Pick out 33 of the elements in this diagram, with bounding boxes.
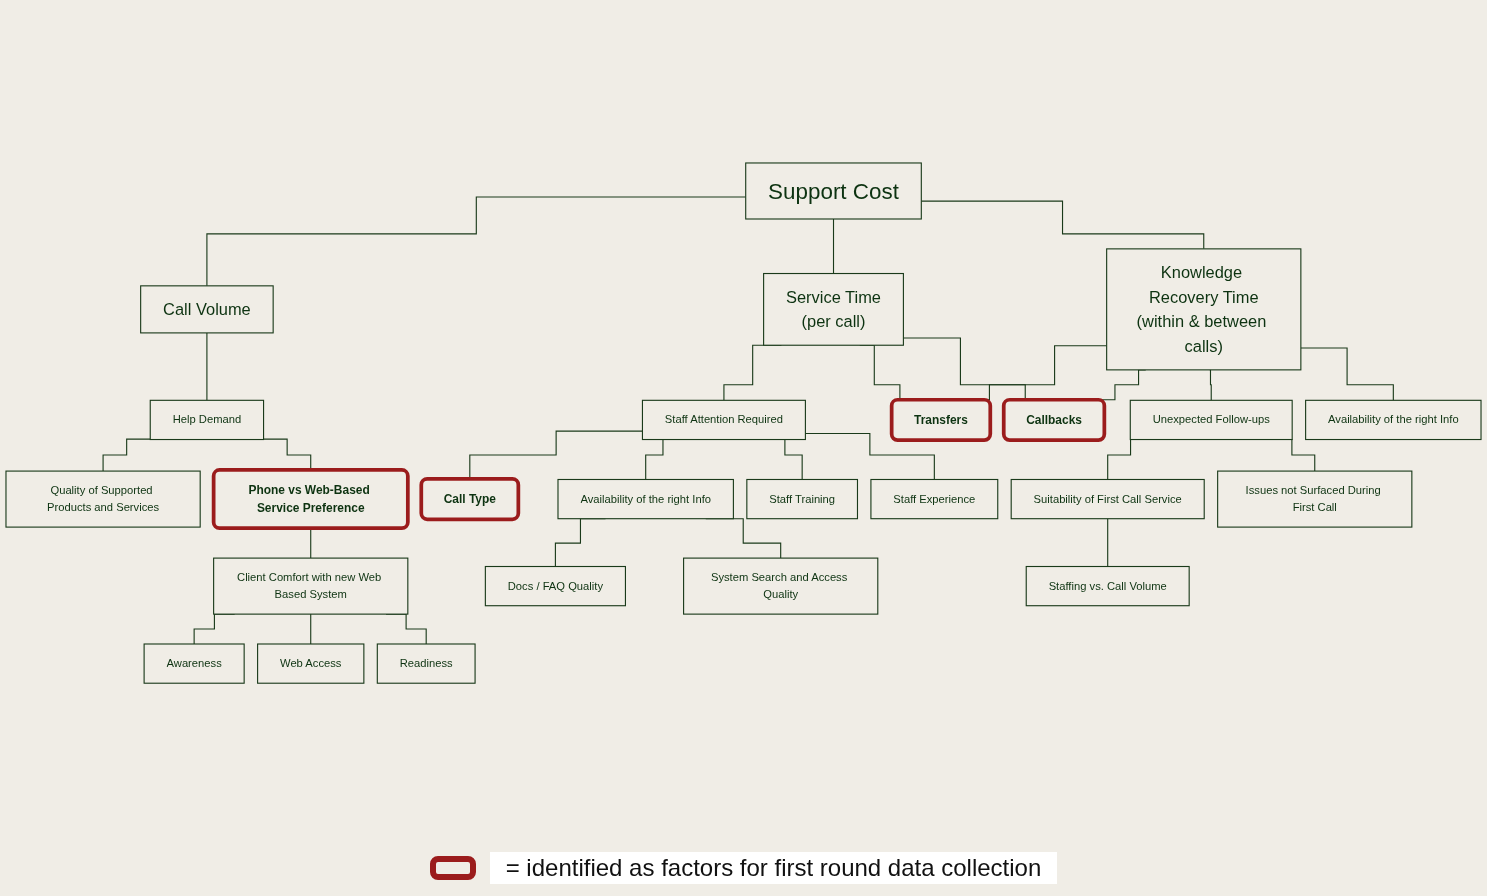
node-box: System Search and Access Quality (683, 557, 879, 615)
node-box: Transfers (889, 397, 993, 442)
node-box: Phone vs Web-Based Service Preference (211, 468, 410, 530)
node-box: Help Demand (149, 399, 265, 440)
node-box: Docs / FAQ Quality (484, 565, 626, 607)
node-box: Service Time (per call) (763, 272, 904, 346)
node-box: Unexpected Follow-ups (1129, 399, 1293, 440)
node-box: Availability of the right Info (1305, 399, 1482, 440)
node-box: Availability of the right Info (557, 478, 734, 520)
connector (206, 332, 208, 401)
node-box: Knowledge Recovery Time (within & between calls) (1106, 248, 1302, 371)
node-box: Suitability of First Call Service (1010, 478, 1205, 520)
connector (832, 218, 835, 274)
connector (1300, 347, 1394, 401)
node-box: Callbacks (1001, 397, 1107, 442)
node-box: Issues not Surfaced During First Call (1217, 470, 1413, 528)
node-box: Quality of Supported Products and Services (5, 470, 201, 528)
connector (1107, 518, 1109, 567)
connector (102, 438, 151, 472)
node-box: Staff Experience (870, 478, 999, 520)
connector (310, 613, 312, 645)
connector (1209, 369, 1212, 401)
node-box: Staffing vs. Call Volume (1025, 565, 1190, 607)
node-box: Call Type (419, 476, 521, 522)
node-box: Client Comfort with new Web Based System (213, 557, 409, 615)
node-box: Web Access (257, 643, 365, 684)
node-box: Staff Training (746, 478, 859, 520)
legend-text: = identified as factors for first round data collection (489, 852, 1058, 884)
node-box: Support Cost (745, 162, 922, 220)
node-box: Staff Attention Required (641, 399, 806, 440)
node-box: Awareness (143, 643, 245, 684)
node-box: Readiness (376, 643, 476, 684)
node-box: Call Volume (140, 285, 274, 334)
